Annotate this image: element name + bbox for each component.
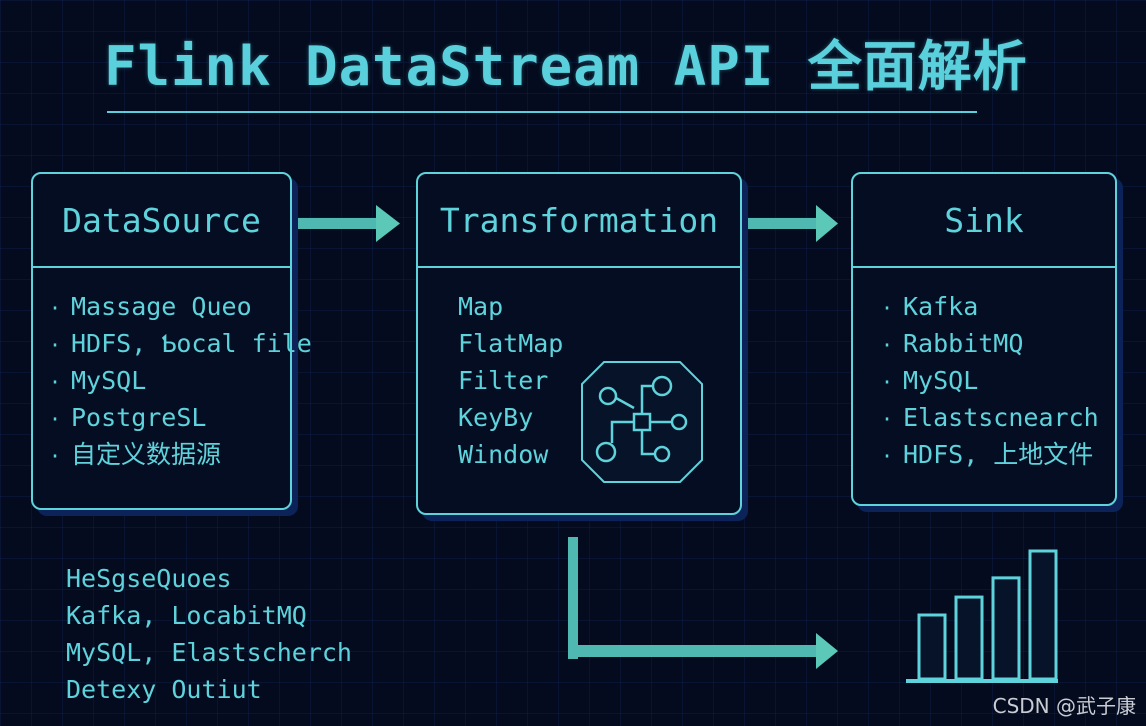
bullet-icon: · [881,444,894,468]
datasource-box: DataSource ·Massage Queo ·HDFS, Ƅocal fi… [31,172,312,510]
list-item: Window [458,440,549,469]
list-item: MySQL, Elastscherch [66,638,352,667]
list-item: ·RabbitMQ [881,325,1115,362]
list-item: Detexy Outiut [66,675,262,704]
list-item: KeyBy [458,403,534,432]
transformation-heading: Transformation [418,174,740,268]
list-item: ·PostgreSL [49,399,290,436]
datasource-list: ·Massage Queo ·HDFS, Ƅocal file ·MySQL ·… [33,268,312,473]
bar-icon-bar [954,595,984,681]
list-item: HeSgseQuoes [66,564,232,593]
datasource-heading: DataSource [33,174,290,268]
list-item: FlatMap [458,329,564,358]
list-item: ·Kafka [881,288,1115,325]
bullet-icon: · [49,333,62,357]
list-item: Filter [458,366,549,395]
list-item: ·Elastscnearch [881,399,1115,436]
bullet-icon: · [881,370,894,394]
sink-heading: Sink [853,174,1115,268]
bar-icon-bar [991,576,1021,681]
list-item: Map [458,292,504,321]
list-item: ·MySQL [49,362,290,399]
bar-chart-icon [906,549,1058,683]
bar-icon-bar [917,613,947,681]
list-item: Kafka, LocabitMQ [66,601,307,630]
sink-list: ·Kafka ·RabbitMQ ·MySQL ·Elastscnearch ·… [853,268,1115,473]
bullet-icon: · [881,296,894,320]
elbow-arrow-icon [568,537,838,669]
bullet-icon: · [49,370,62,394]
bar-icon-bar [1028,549,1058,681]
watermark: CSDN @武子康 [992,694,1136,718]
arrow-right-icon [298,205,400,242]
sink-box: Sink ·Kafka ·RabbitMQ ·MySQL ·Elastscnea… [851,172,1117,506]
bullet-icon: · [49,444,62,468]
transformation-list: Map FlatMap Filter KeyBy Window [418,268,740,473]
output-notes: HeSgseQuoes Kafka, LocabitMQ MySQL, Elas… [66,560,352,708]
node-graph-icon [581,361,703,483]
list-item: ·HDFS, 上地文件 [881,436,1115,473]
title-divider [107,111,977,113]
list-item: ·MySQL [881,362,1115,399]
page-title: Flink DataStream API 全面解析 [104,35,1028,98]
transformation-box: Transformation Map FlatMap Filter KeyBy … [416,172,742,515]
bullet-icon: · [49,407,62,431]
list-item: ·Massage Queo [49,288,290,325]
bullet-icon: · [881,333,894,357]
bullet-icon: · [881,407,894,431]
list-item: ·HDFS, Ƅocal file [49,325,312,362]
arrow-right-icon [748,205,838,242]
bullet-icon: · [49,296,62,320]
list-item: ·自定义数据源 [49,436,290,473]
